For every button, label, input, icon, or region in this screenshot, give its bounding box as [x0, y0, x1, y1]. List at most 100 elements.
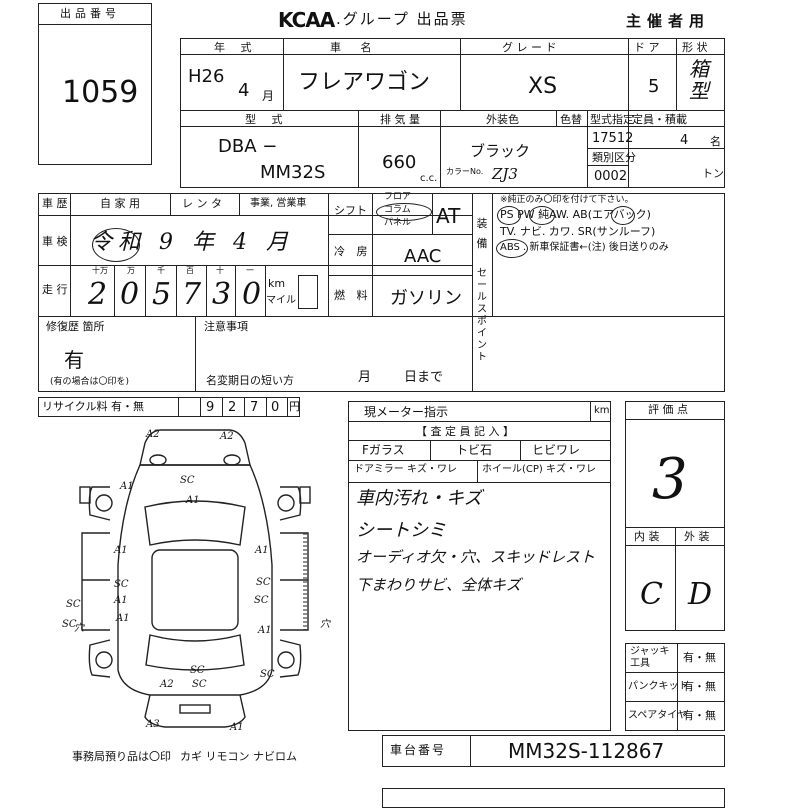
lot-number: 1059	[62, 75, 139, 110]
displacement-value: 660	[382, 152, 417, 173]
inspector-comment-3: 下まわりサビ、全体キズ	[356, 576, 522, 594]
meter-label: 現メーター指示	[364, 405, 449, 419]
damage-mark-22: 穴	[74, 622, 85, 634]
interior-label: 内 装	[634, 530, 660, 543]
history-rental: レ ン タ	[182, 197, 222, 210]
office-items-label: 事務局預り品は〇印	[72, 750, 171, 763]
damage-mark-15: A1	[257, 625, 272, 636]
color-code: ZJ3	[492, 165, 518, 183]
capacity-value: 4	[680, 133, 689, 148]
recycle-digit-3: 0	[271, 400, 280, 415]
office-items: カギ リモコン ナビロム	[180, 750, 297, 763]
accessories-box	[625, 643, 725, 731]
spec-value: 17512	[592, 131, 634, 146]
kcaa-logo: KCAA	[278, 8, 335, 32]
mileage-unit-1: 万	[127, 266, 135, 275]
damage-mark-18: SC	[260, 669, 275, 680]
equipment-label: 装 備	[476, 217, 488, 250]
usage-label: 主催者用	[626, 12, 711, 30]
recycle-label: リサイクル料 有・無	[42, 400, 144, 413]
year-label: 年 式	[214, 41, 258, 54]
abs-circle	[496, 239, 528, 258]
accessory-puncture-label: パンクキット	[628, 681, 689, 692]
class-label: 類別区分	[592, 151, 636, 164]
mileage-unit-2: 千	[157, 266, 165, 275]
shift-column-circle	[376, 203, 432, 221]
load-unit: トン	[702, 167, 724, 180]
recycle-digit-1: 2	[228, 400, 237, 415]
damage-mark-17: SC	[192, 679, 207, 690]
inspector-comment-0: 車内汚れ・キズ	[356, 488, 482, 509]
name-change-day: 日まで	[404, 370, 444, 385]
mileage-unit-5: 一	[246, 266, 254, 275]
fuel-label: 燃 料	[334, 289, 372, 302]
damage-mark-7: SC	[114, 579, 129, 590]
year-month-unit: 月	[262, 89, 275, 103]
lot-number-label: 出品番号	[60, 7, 120, 20]
aircon-value: AAC	[404, 246, 442, 267]
inspector-box	[348, 401, 611, 731]
ab-circle	[611, 206, 635, 225]
accessory-jack-label: ジャッキ工具	[630, 646, 670, 669]
equipment-line1: PS PW 純AW. AB(エアバック)	[500, 208, 651, 221]
shape-value: 箱型	[689, 57, 709, 103]
year-era: H26	[188, 66, 225, 87]
equipment-line2: TV. ナビ. カワ. SR(サンルーフ)	[500, 225, 656, 238]
bottom-cutoff-box	[382, 788, 725, 808]
spec-label: 型式指定	[590, 113, 634, 126]
displacement-label: 排 気 量	[380, 113, 420, 126]
damage-mark-1: A2	[219, 431, 234, 442]
car-damage-diagram: A2 A2 A1 SC A1 A1 A1 SC SC SC A1 SC A1 穴…	[62, 429, 331, 733]
damage-mark-16: A2	[159, 679, 174, 690]
recycle-unit: 円	[289, 400, 300, 413]
shift-value: AT	[436, 204, 461, 228]
chassis-number: MM32S-112867	[508, 739, 665, 763]
recycle-digit-2: 7	[250, 400, 259, 415]
wheel-label: ホイール(CP) キズ・ワレ	[482, 464, 596, 475]
damage-mark-10: A1	[113, 595, 128, 606]
damage-mark-12: A1	[115, 613, 130, 624]
door-mirror-label: ドアミラー キズ・ワレ	[354, 464, 457, 475]
model-line1: DBA −	[218, 136, 278, 157]
sales-point-label: セールスポイント	[477, 268, 487, 363]
doors-label: ド ア	[634, 41, 660, 54]
damage-mark-9: SC	[66, 599, 81, 610]
shift-panel: パネル	[384, 218, 412, 228]
shape-label: 形 状	[682, 41, 708, 54]
mileage-digit-4: 3	[212, 277, 232, 312]
vehicle-details-table	[38, 193, 725, 392]
car-name: フレアワゴン	[298, 70, 431, 95]
shift-floor: フロア	[384, 192, 412, 202]
inspector-header: 【 査 定 員 記 入 】	[416, 425, 514, 438]
color-code-label: カラーNo.	[446, 167, 484, 176]
color-change-label: 色替	[560, 113, 582, 126]
f-glass-label: Fガラス	[362, 443, 405, 457]
form-title: .グループ 出品票	[336, 10, 468, 28]
damage-mark-5: A1	[113, 545, 128, 556]
doors-value: 5	[648, 76, 660, 97]
repair-note: (有の場合は〇印を)	[50, 377, 130, 387]
mileage-unit-mile: マイル	[266, 295, 296, 306]
mileage-label: 走 行	[42, 283, 68, 296]
interior-value: C	[640, 577, 663, 612]
model-line2: MM32S	[260, 162, 326, 183]
score-value: 3	[652, 447, 688, 512]
name-change-month: 月	[358, 370, 372, 385]
inspector-comment-2: オーディオ欠・穴、スキッドレスト	[356, 548, 595, 566]
repair-value: 有	[64, 348, 84, 372]
aircon-label: 冷 房	[334, 245, 372, 258]
history-label: 車 歴	[42, 197, 68, 210]
mileage-unit-km: km	[268, 277, 286, 290]
exterior-label: 外 装	[684, 530, 710, 543]
crack-label: ヒビワレ	[532, 443, 581, 457]
year-month: 4	[238, 80, 250, 101]
shift-label: シフト	[334, 204, 367, 217]
mileage-digit-0: 2	[88, 277, 108, 312]
mileage-digit-3: 7	[182, 277, 202, 312]
damage-mark-20: A1	[229, 722, 244, 733]
exterior-value: D	[688, 577, 713, 612]
inspection-label: 車 検	[42, 235, 68, 248]
ps-circle	[497, 206, 521, 225]
meter-unit: km	[594, 405, 610, 416]
mileage-digit-1: 0	[120, 277, 140, 312]
